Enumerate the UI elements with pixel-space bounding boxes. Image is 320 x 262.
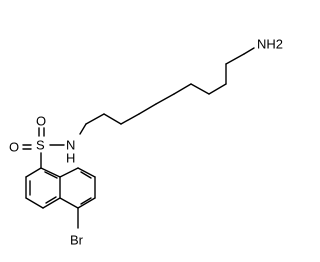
naphthalene-ring: [25, 167, 96, 229]
ring-double-3: [80, 171, 92, 179]
ring-bond-6: [40, 167, 61, 178]
chain-bond-1: [85, 113, 105, 125]
sulfonamide-h-label: H: [66, 151, 75, 166]
bromine-label: Br: [70, 233, 84, 248]
chain-bond-7: [190, 83, 210, 95]
n-chain-bond: [79, 123, 87, 135]
ring-double-2: [45, 196, 57, 204]
chain-bond-10: [225, 53, 245, 65]
amine-nh2-label: NH2: [257, 37, 283, 52]
ring-bond-11: [59, 197, 79, 209]
chain-bond-5: [155, 93, 175, 105]
chain-bond-3: [120, 113, 140, 125]
ring-bond-1: [25, 167, 42, 178]
ring-double-4: [80, 197, 92, 205]
alkyl-chain: [85, 47, 255, 125]
sulfonamide-group: [22, 123, 87, 169]
ring-bond-3: [25, 197, 44, 209]
chain-bond-8: [208, 83, 227, 95]
oxygen-lower-label: O: [9, 140, 19, 155]
oxygen-upper-label: O: [36, 114, 46, 129]
chain-bond-6: [173, 83, 192, 95]
ring-double-5: [44, 171, 58, 179]
molecule-structure: NH2 N H S O O Br: [9, 37, 283, 248]
sulfonamide-n-label: N: [66, 138, 75, 153]
chain-bond-11: [243, 47, 255, 55]
sulfur-label: S: [36, 138, 45, 153]
ring-bond-8: [77, 167, 96, 178]
ring-bond-7: [59, 167, 79, 178]
chain-bond-2: [103, 113, 122, 125]
ring-bond-10: [77, 197, 96, 209]
ring-bond-4: [42, 197, 61, 209]
chain-bond-4: [138, 103, 157, 115]
